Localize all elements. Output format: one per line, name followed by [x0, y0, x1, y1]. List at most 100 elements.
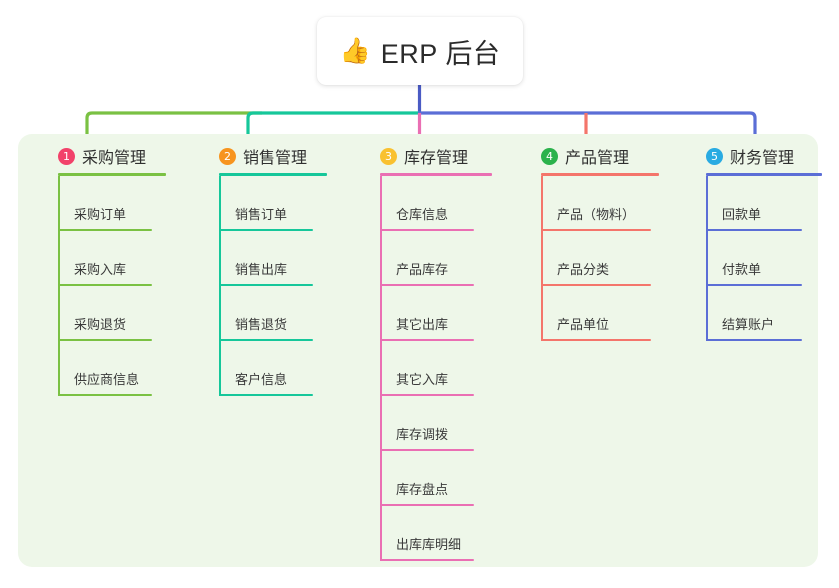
list-item[interactable]: 销售出库: [219, 231, 359, 286]
list-item-label: 采购订单: [74, 207, 127, 222]
list-item[interactable]: 结算账户: [706, 286, 839, 341]
column-items-2: 销售订单销售出库销售退货客户信息: [219, 176, 359, 396]
column-items-3: 仓库信息产品库存其它出库其它入库库存调拨库存盘点出库库明细: [380, 176, 520, 561]
list-item[interactable]: 库存调拨: [380, 396, 520, 451]
column-header-1[interactable]: 1 采购管理: [38, 144, 198, 168]
column-title-4: 产品管理: [565, 150, 630, 167]
list-item-rule: [706, 339, 802, 341]
column-title-5: 财务管理: [730, 150, 795, 167]
list-item[interactable]: 出库库明细: [380, 506, 520, 561]
list-item[interactable]: 其它出库: [380, 286, 520, 341]
list-item-rule: [380, 559, 474, 561]
list-item-label: 客户信息: [235, 372, 288, 387]
column-badge-2: 2: [219, 147, 236, 165]
list-item-rule: [380, 339, 474, 341]
list-item-label: 库存盘点: [396, 482, 449, 497]
column-header-2[interactable]: 2 销售管理: [199, 144, 359, 168]
list-item-rule: [541, 284, 651, 286]
root-node[interactable]: 👍 ERP 后台: [317, 17, 523, 85]
list-item-label: 产品库存: [396, 262, 449, 277]
list-item[interactable]: 客户信息: [219, 341, 359, 396]
column-badge-1: 1: [58, 147, 75, 165]
column-header-3[interactable]: 3 库存管理: [360, 144, 520, 168]
list-item-label: 回款单: [722, 207, 762, 222]
list-item[interactable]: 产品单位: [541, 286, 681, 341]
column-spine-2: [219, 176, 221, 396]
column-badge-4: 4: [541, 147, 558, 165]
thumbs-up-icon: 👍: [339, 36, 371, 65]
list-item-label: 销售订单: [235, 207, 288, 222]
column-items-1: 采购订单采购入库采购退货供应商信息: [58, 176, 198, 396]
list-item-label: 产品（物料）: [557, 207, 636, 222]
list-item-rule: [541, 229, 651, 231]
list-item-rule: [380, 504, 474, 506]
list-item-label: 产品单位: [557, 317, 610, 332]
list-item[interactable]: 销售退货: [219, 286, 359, 341]
list-item[interactable]: 其它入库: [380, 341, 520, 396]
column-title-1: 采购管理: [82, 150, 147, 167]
column-badge-5: 5: [706, 147, 723, 165]
list-item-rule: [541, 339, 651, 341]
list-item-label: 付款单: [722, 262, 762, 277]
column-1: 1 采购管理采购订单采购入库采购退货供应商信息: [38, 144, 198, 396]
page-title: ERP 后台: [380, 38, 501, 69]
column-title-2: 销售管理: [243, 150, 308, 167]
list-item-rule: [380, 449, 474, 451]
list-item[interactable]: 仓库信息: [380, 176, 520, 231]
list-item[interactable]: 产品分类: [541, 231, 681, 286]
column-items-4: 产品（物料） 产品分类产品单位: [541, 176, 681, 341]
list-item-rule: [380, 394, 474, 396]
column-5: 5 财务管理回款单付款单结算账户: [686, 144, 839, 341]
column-header-5[interactable]: 5 财务管理: [686, 144, 839, 168]
column-rule-4: [541, 173, 659, 176]
list-item-rule: [58, 339, 152, 341]
column-rule-1: [58, 173, 166, 176]
list-item-rule: [706, 284, 802, 286]
list-item-label: 供应商信息: [74, 372, 140, 387]
list-item-label: 采购退货: [74, 317, 127, 332]
column-rule-3: [380, 173, 492, 176]
list-item[interactable]: 回款单: [706, 176, 839, 231]
list-item-label: 采购入库: [74, 262, 127, 277]
list-item[interactable]: 采购订单: [58, 176, 198, 231]
column-spine-3: [380, 176, 382, 561]
list-item-label: 出库库明细: [396, 537, 462, 552]
list-item[interactable]: 付款单: [706, 231, 839, 286]
list-item-label: 库存调拨: [396, 427, 449, 442]
column-spine-5: [706, 176, 708, 341]
column-4: 4 产品管理产品（物料） 产品分类产品单位: [521, 144, 681, 341]
list-item[interactable]: 产品（物料）: [541, 176, 681, 231]
column-title-3: 库存管理: [404, 150, 469, 167]
list-item-label: 结算账户: [722, 317, 775, 332]
list-item-label: 其它入库: [396, 372, 449, 387]
list-item-rule: [380, 284, 474, 286]
list-item[interactable]: 采购入库: [58, 231, 198, 286]
list-item-label: 其它出库: [396, 317, 449, 332]
column-3: 3 库存管理仓库信息产品库存其它出库其它入库库存调拨库存盘点出库库明细: [360, 144, 520, 561]
column-badge-3: 3: [380, 147, 397, 165]
list-item-rule: [219, 394, 313, 396]
column-items-5: 回款单付款单结算账户: [706, 176, 839, 341]
list-item-rule: [219, 229, 313, 231]
list-item-label: 销售退货: [235, 317, 288, 332]
list-item[interactable]: 供应商信息: [58, 341, 198, 396]
list-item[interactable]: 库存盘点: [380, 451, 520, 506]
list-item-rule: [58, 284, 152, 286]
list-item-label: 产品分类: [557, 262, 610, 277]
list-item-rule: [219, 339, 313, 341]
column-rule-5: [706, 173, 822, 176]
list-item[interactable]: 产品库存: [380, 231, 520, 286]
list-item[interactable]: 销售订单: [219, 176, 359, 231]
list-item-rule: [706, 229, 802, 231]
list-item[interactable]: 采购退货: [58, 286, 198, 341]
list-item-rule: [219, 284, 313, 286]
list-item-label: 销售出库: [235, 262, 288, 277]
list-item-rule: [380, 229, 474, 231]
column-2: 2 销售管理销售订单销售出库销售退货客户信息: [199, 144, 359, 396]
column-spine-4: [541, 176, 543, 341]
column-header-4[interactable]: 4 产品管理: [521, 144, 681, 168]
list-item-rule: [58, 394, 152, 396]
column-rule-2: [219, 173, 327, 176]
list-item-rule: [58, 229, 152, 231]
column-spine-1: [58, 176, 60, 396]
